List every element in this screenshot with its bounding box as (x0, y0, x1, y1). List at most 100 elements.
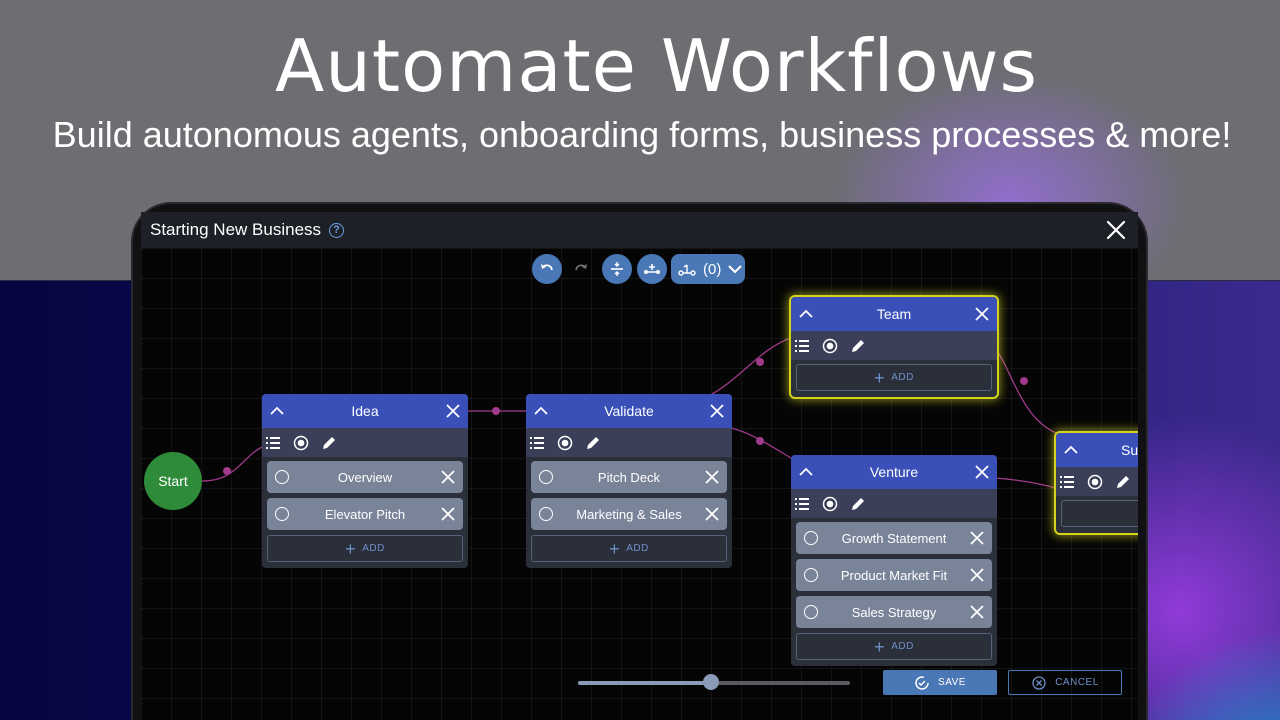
radio-icon[interactable] (275, 470, 289, 484)
node-title: Validate (604, 403, 654, 419)
list-icon[interactable] (529, 435, 545, 451)
node-toolbar (526, 428, 732, 457)
remove-icon[interactable] (441, 470, 455, 484)
radio-icon[interactable] (539, 470, 553, 484)
plus-icon: + (874, 367, 886, 388)
node-validate[interactable]: Validate Pitch Deck Marketing & Sales + (526, 394, 732, 568)
list-item[interactable]: Overview (267, 461, 463, 493)
close-dialog-button[interactable] (1104, 218, 1128, 242)
workflow-canvas[interactable]: (0) Start Idea Overview (141, 248, 1138, 720)
item-label: Elevator Pitch (324, 506, 406, 522)
target-icon[interactable] (557, 435, 573, 451)
edit-icon[interactable] (850, 338, 866, 354)
chevron-up-icon[interactable] (533, 403, 549, 419)
node-sub[interactable]: Sub (1056, 433, 1138, 533)
redo-icon (575, 264, 587, 271)
edit-icon[interactable] (585, 435, 601, 451)
remove-icon[interactable] (705, 507, 719, 521)
chevron-up-icon[interactable] (269, 403, 285, 419)
list-item[interactable]: Growth Statement (796, 522, 992, 554)
list-item[interactable]: Marketing & Sales (531, 498, 727, 530)
start-node[interactable]: Start (144, 452, 202, 510)
close-icon[interactable] (445, 403, 461, 419)
node-header: Idea (262, 394, 468, 428)
list-item[interactable]: Pitch Deck (531, 461, 727, 493)
list-item[interactable]: Product Market Fit (796, 559, 992, 591)
remove-icon[interactable] (970, 568, 984, 582)
remove-icon[interactable] (441, 507, 455, 521)
item-label: Growth Statement (841, 530, 947, 546)
add-item-button[interactable]: + ADD (796, 364, 992, 391)
plus-icon: + (609, 538, 621, 559)
radio-icon[interactable] (804, 531, 818, 545)
item-label: Overview (337, 469, 393, 485)
chevron-up-icon[interactable] (798, 306, 814, 322)
edit-icon[interactable] (1115, 474, 1131, 490)
list-icon[interactable] (1059, 474, 1075, 490)
radio-icon[interactable] (804, 605, 818, 619)
branch-dropdown[interactable]: (0) (671, 254, 745, 284)
plus-icon: + (874, 636, 886, 657)
item-label: Product Market Fit (840, 567, 948, 583)
connector-venture-sub (994, 477, 1057, 489)
close-icon[interactable] (974, 464, 990, 480)
add-label: ADD (891, 641, 914, 652)
radio-icon[interactable] (539, 507, 553, 521)
plus-icon: + (345, 538, 357, 559)
add-item-button[interactable]: + ADD (267, 535, 463, 562)
connector-dot (756, 437, 764, 445)
chevron-up-icon[interactable] (798, 464, 814, 480)
chevron-down-icon (728, 265, 743, 274)
add-item-button[interactable]: + ADD (531, 535, 727, 562)
workflow-dialog: Starting New Business ? (141, 212, 1138, 720)
node-toolbar (791, 331, 997, 360)
item-label: Pitch Deck (597, 469, 661, 485)
radio-icon[interactable] (275, 507, 289, 521)
add-node-button[interactable] (637, 254, 667, 284)
close-icon[interactable] (709, 403, 725, 419)
hero-banner: Automate Workflows Build autonomous agen… (0, 0, 1280, 281)
save-button[interactable]: SAVE (883, 670, 997, 695)
help-icon[interactable]: ? (329, 222, 345, 238)
undo-button[interactable] (532, 254, 562, 284)
list-item[interactable]: Sales Strategy (796, 596, 992, 628)
target-icon[interactable] (293, 435, 309, 451)
list-icon[interactable] (794, 496, 810, 512)
edit-icon[interactable] (850, 496, 866, 512)
target-icon[interactable] (1087, 474, 1103, 490)
node-title: Idea (351, 403, 379, 419)
cancel-button[interactable]: CANCEL (1008, 670, 1122, 695)
chevron-up-icon[interactable] (1063, 442, 1079, 458)
list-icon[interactable] (794, 338, 810, 354)
radio-icon[interactable] (804, 568, 818, 582)
remove-icon[interactable] (705, 470, 719, 484)
redo-button[interactable] (570, 258, 592, 280)
edit-icon[interactable] (321, 435, 337, 451)
hero-title: Automate Workflows (275, 24, 1038, 108)
remove-icon[interactable] (970, 531, 984, 545)
node-idea[interactable]: Idea Overview Elevator Pitch + ADD (262, 394, 468, 568)
align-center-icon (611, 262, 623, 276)
close-icon[interactable] (974, 306, 990, 322)
connector-dot (1020, 377, 1028, 385)
add-item-button[interactable]: + ADD (796, 633, 992, 660)
item-label: Sales Strategy (851, 604, 937, 620)
node-header: Team (791, 297, 997, 331)
item-label: Marketing & Sales (576, 506, 682, 522)
node-team[interactable]: Team + ADD (791, 297, 997, 397)
target-icon[interactable] (822, 338, 838, 354)
remove-icon[interactable] (970, 605, 984, 619)
target-icon[interactable] (822, 496, 838, 512)
list-item[interactable]: Elevator Pitch (267, 498, 463, 530)
node-venture[interactable]: Venture Growth Statement Product Market … (791, 455, 997, 666)
dialog-titlebar: Starting New Business ? (141, 212, 1138, 248)
zoom-slider-thumb[interactable] (703, 674, 720, 690)
node-title: Venture (869, 464, 919, 480)
cancel-icon (1032, 675, 1046, 690)
node-title: Sub (1121, 442, 1138, 458)
undo-icon (541, 264, 553, 271)
list-icon[interactable] (265, 435, 281, 451)
align-button[interactable] (602, 254, 632, 284)
connector-dot (223, 467, 231, 475)
add-item-button[interactable] (1061, 500, 1138, 527)
